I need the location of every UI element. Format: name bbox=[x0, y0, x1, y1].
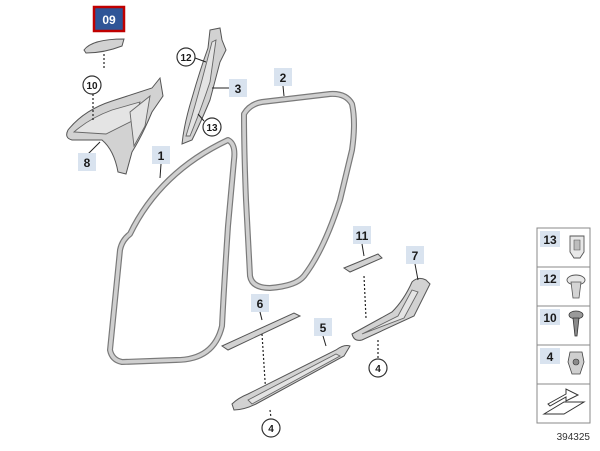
legend-row-12: 12 bbox=[540, 270, 586, 299]
part-1-door-seal bbox=[107, 137, 238, 365]
screw-icon bbox=[568, 310, 584, 337]
callout-11: 11 bbox=[356, 229, 369, 243]
legend-row-13: 13 bbox=[540, 231, 585, 259]
part-3-pillar-trim bbox=[181, 27, 227, 145]
callout-7: 7 bbox=[412, 249, 419, 263]
callout-13: 13 bbox=[206, 123, 218, 134]
callout-4b: 4 bbox=[375, 364, 381, 375]
legend-label: 4 bbox=[547, 350, 554, 364]
part-8-trim-bracket bbox=[66, 76, 164, 175]
group-badge: 09 bbox=[92, 5, 126, 33]
push-rivet-icon bbox=[566, 274, 586, 299]
callout-2: 2 bbox=[280, 71, 287, 85]
fastener-legend: 13 12 10 4 bbox=[536, 227, 591, 424]
reference-number: 394325 bbox=[557, 432, 591, 443]
badge-label: 09 bbox=[102, 13, 116, 27]
legend-label: 12 bbox=[543, 272, 557, 286]
callout-12: 12 bbox=[180, 53, 192, 64]
clip-nut-icon bbox=[567, 351, 585, 375]
part-2-door-seal bbox=[241, 90, 357, 291]
callout-8: 8 bbox=[84, 156, 91, 170]
part-5-sill-plate bbox=[231, 345, 351, 411]
callout-4a: 4 bbox=[268, 424, 274, 435]
callout-10: 10 bbox=[86, 81, 98, 92]
callout-5: 5 bbox=[320, 321, 327, 335]
legend-label: 13 bbox=[543, 233, 557, 247]
part-6-cover-strip bbox=[220, 312, 302, 351]
part-7-rear-sill-plate bbox=[351, 277, 431, 341]
legend-row-4: 4 bbox=[540, 348, 585, 375]
part-cap bbox=[83, 38, 125, 54]
part-11-cover-strip bbox=[342, 253, 383, 273]
callout-6: 6 bbox=[257, 297, 264, 311]
callout-3: 3 bbox=[235, 82, 242, 96]
legend-row-10: 10 bbox=[540, 309, 584, 337]
legend-label: 10 bbox=[543, 311, 557, 325]
callout-1: 1 bbox=[158, 149, 165, 163]
assembly-direction-icon bbox=[542, 388, 586, 415]
clip-icon bbox=[569, 235, 585, 259]
